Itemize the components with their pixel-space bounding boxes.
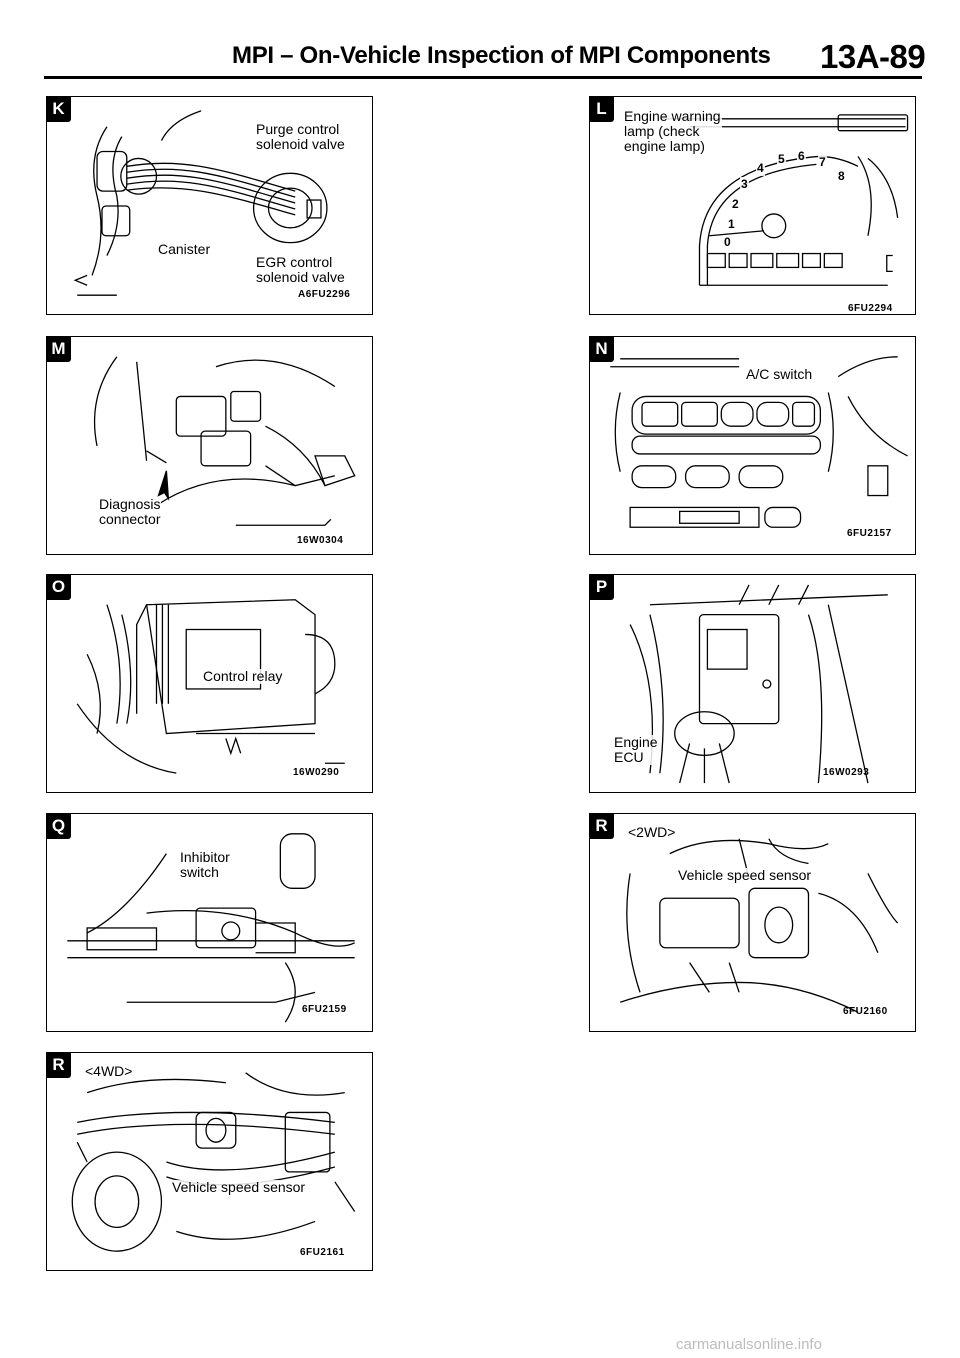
panel-q-tag: Q xyxy=(47,814,71,839)
gauge-number: 5 xyxy=(777,152,786,167)
panel-q-illustration xyxy=(67,833,355,1023)
panel-k-illustration xyxy=(73,110,328,296)
panel-o-illustration xyxy=(76,599,345,774)
variant-4wd-label: <4WD> xyxy=(84,1063,134,1079)
panel-r-2wd-illustration xyxy=(620,838,899,1013)
header-rule xyxy=(44,76,922,79)
figure-code: 16W0290 xyxy=(293,767,340,778)
inhibitor-switch-label: Inhibitor switch xyxy=(179,849,231,880)
variant-2wd-label: <2WD> xyxy=(627,824,677,840)
panel-p: P Engine ECU 16W0293 xyxy=(589,574,916,793)
figure-code: 6FU2161 xyxy=(300,1247,345,1258)
figure-code: 6FU2157 xyxy=(847,528,892,539)
panel-n-illustration xyxy=(610,356,908,528)
egr-control-solenoid-valve-label: EGR control solenoid valve xyxy=(255,254,346,285)
gauge-number: 3 xyxy=(740,177,749,192)
panel-r-2wd: R <2WD> Vehicle speed sensor 6FU2160 xyxy=(589,813,916,1032)
gauge-number: 1 xyxy=(727,217,736,232)
panel-l: L Engine warning lamp (check engine lamp… xyxy=(589,96,916,315)
panel-k-tag: K xyxy=(47,97,71,122)
panel-o: O Control relay 16W0290 xyxy=(46,574,373,793)
panel-r-4wd-tag: R xyxy=(47,1053,71,1078)
vehicle-speed-sensor-label: Vehicle speed sensor xyxy=(171,1179,307,1195)
gauge-number: 6 xyxy=(797,149,806,164)
figure-code: 6FU2159 xyxy=(302,1004,347,1015)
canister-label: Canister xyxy=(157,241,212,257)
panel-m-tag: M xyxy=(47,337,71,362)
panel-m-illustration xyxy=(94,356,356,526)
gauge-number: 7 xyxy=(818,155,827,170)
figure-code: 16W0304 xyxy=(297,535,344,546)
figure-code: A6FU2296 xyxy=(298,289,351,300)
figure-code: 16W0293 xyxy=(823,767,870,778)
engine-warning-lamp-label: Engine warning lamp (check engine lamp) xyxy=(623,108,722,154)
panel-n-tag: N xyxy=(590,337,614,362)
diagnosis-connector-label: Diagnosis connector xyxy=(98,496,162,527)
panel-n: N A/C switch 6FU2157 xyxy=(589,336,916,555)
gauge-number: 2 xyxy=(731,197,740,212)
panel-r-4wd-illustration xyxy=(71,1072,356,1252)
panel-q: Q Inhibitor switch 6FU2159 xyxy=(46,813,373,1032)
ac-switch-label: A/C switch xyxy=(745,366,814,382)
panel-l-tag: L xyxy=(590,97,614,122)
panel-m: M Diagnosis connector 16W0304 xyxy=(46,336,373,555)
control-relay-label: Control relay xyxy=(202,668,284,684)
figure-code: 6FU2294 xyxy=(848,303,893,314)
engine-ecu-label: Engine ECU xyxy=(613,734,659,765)
gauge-number: 8 xyxy=(837,169,846,184)
gauge-number: 0 xyxy=(723,235,732,250)
panel-o-tag: O xyxy=(47,575,71,600)
watermark: carmanualsonline.info xyxy=(676,1336,822,1353)
page-header-title: MPI – On-Vehicle Inspection of MPI Compo… xyxy=(232,42,771,69)
figure-code: 6FU2160 xyxy=(843,1006,888,1017)
panel-p-tag: P xyxy=(590,575,614,600)
page-number: 13A-89 xyxy=(820,38,926,75)
panel-r-4wd: R <4WD> Vehicle speed sensor 6FU2161 xyxy=(46,1052,373,1271)
panel-k: K Purge control solenoid valve Canister … xyxy=(46,96,373,315)
gauge-number: 4 xyxy=(756,161,765,176)
purge-control-solenoid-valve-label: Purge control solenoid valve xyxy=(255,121,346,152)
panel-r-2wd-tag: R xyxy=(590,814,614,839)
vehicle-speed-sensor-label: Vehicle speed sensor xyxy=(677,867,813,883)
